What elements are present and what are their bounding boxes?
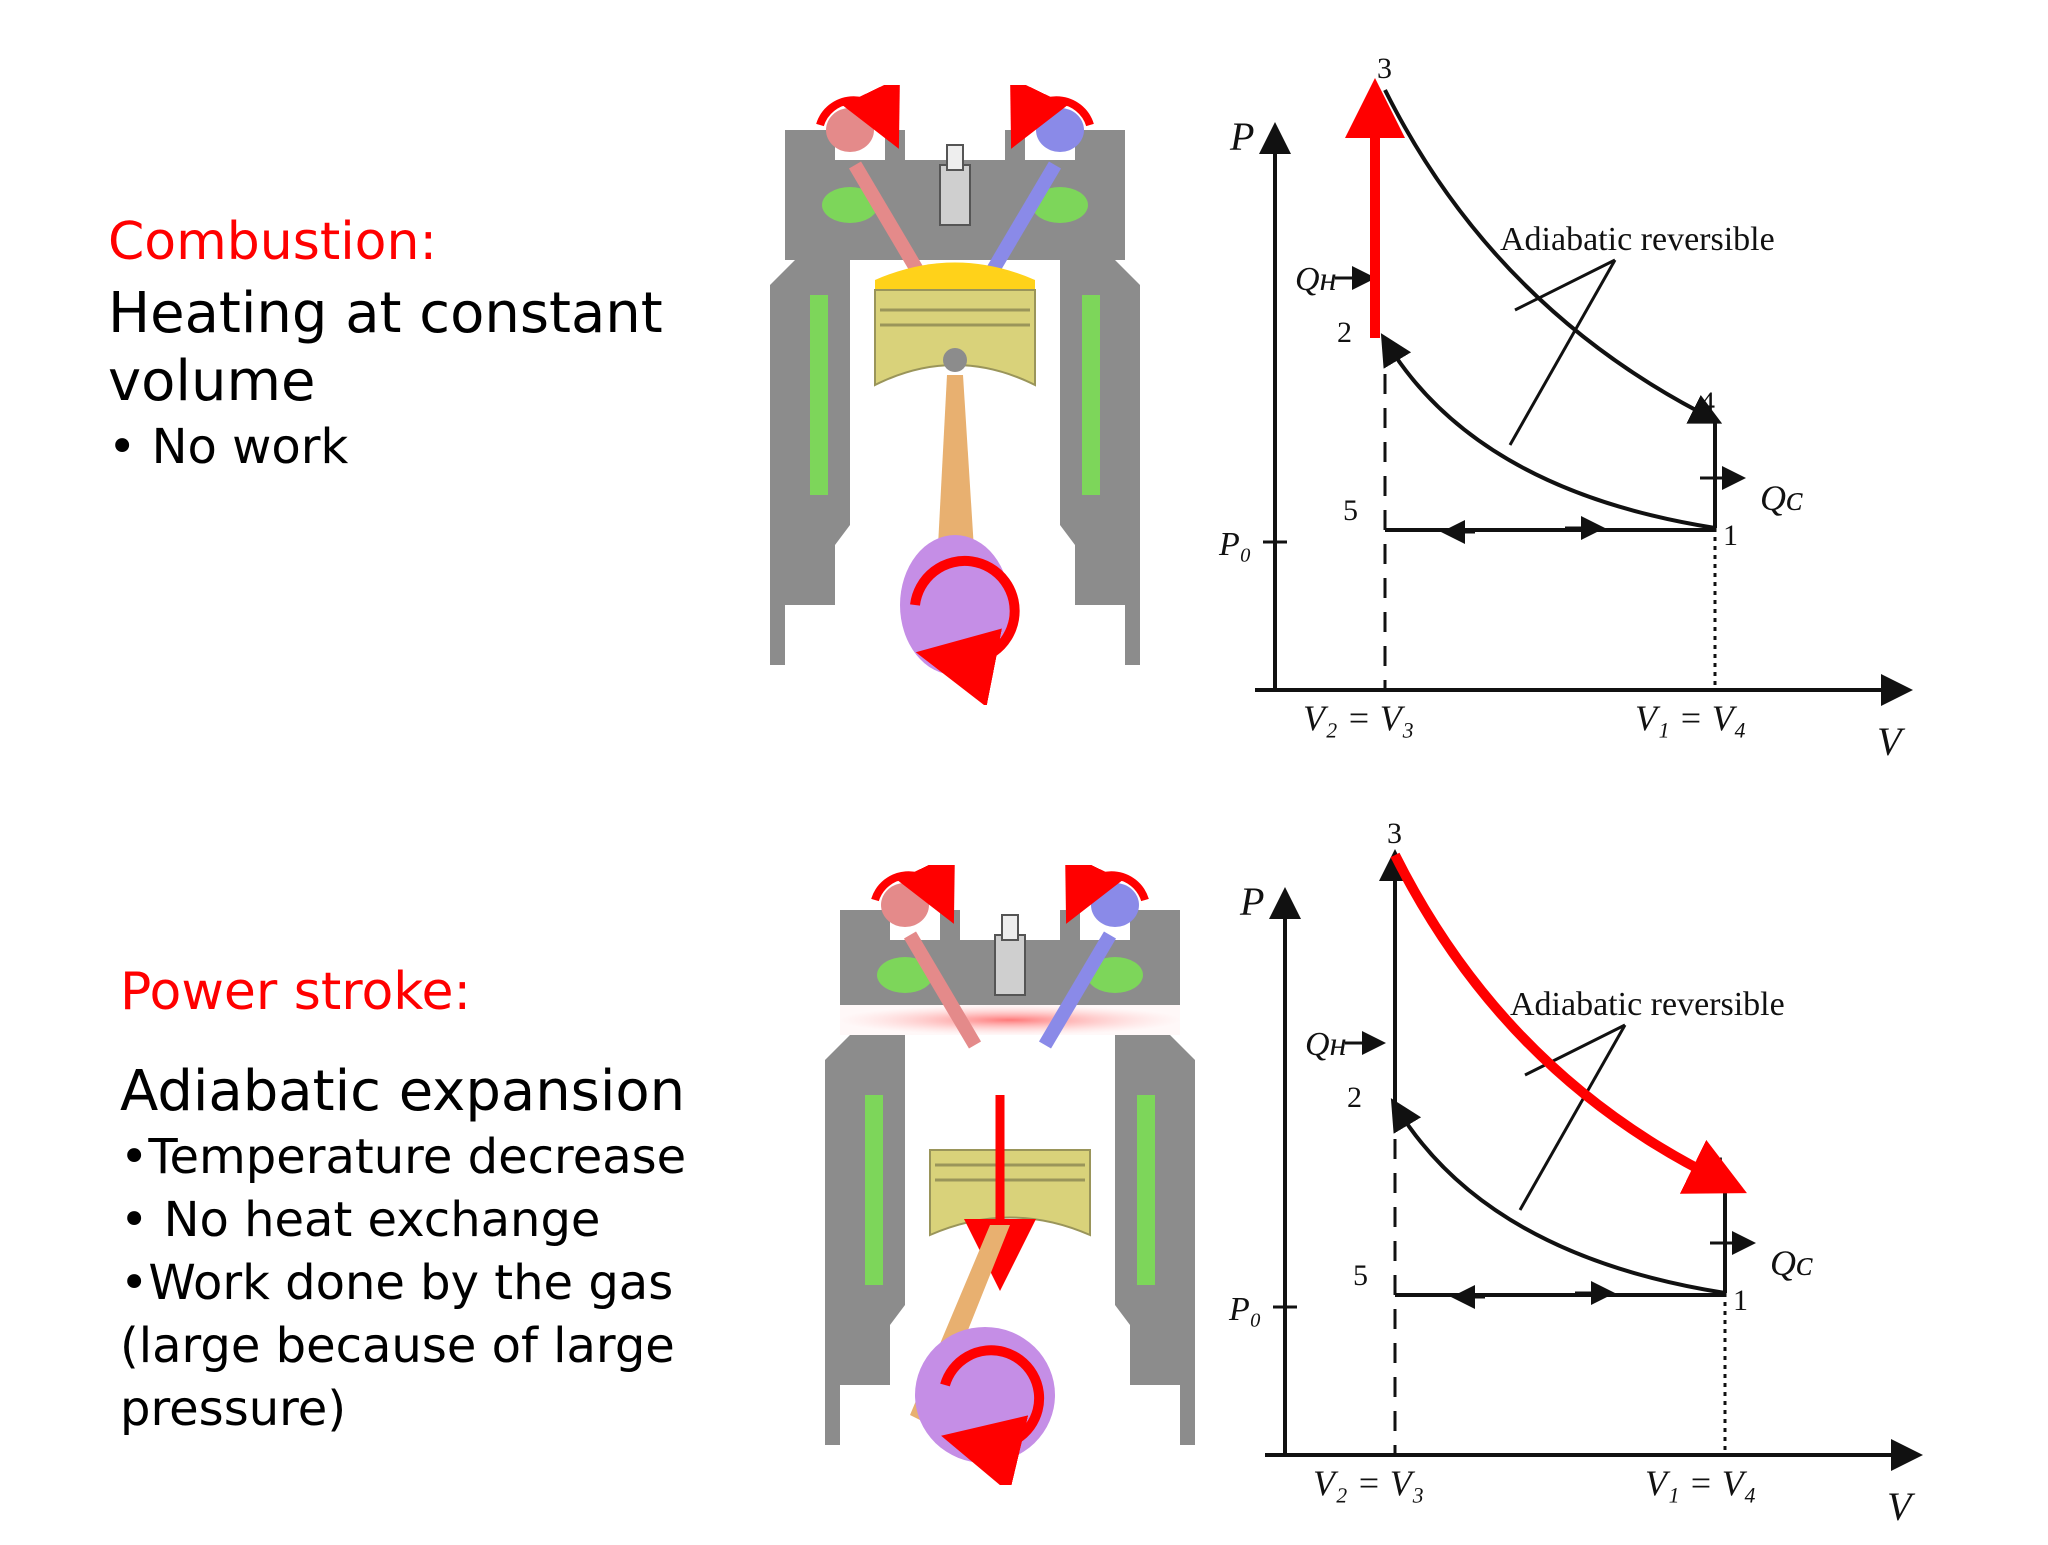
hot-gas-glow	[840, 1005, 1180, 1035]
v-axis-label: V	[1877, 719, 1906, 764]
v-left-label: V₂ = V₃	[1313, 1463, 1424, 1503]
qh-label: Qʜ	[1295, 261, 1337, 298]
combustion-heading-line-1: Heating at constant	[108, 281, 663, 346]
power-stroke-bullet-2: • No heat exchange	[120, 1192, 601, 1248]
adiabatic-compression-curve	[1380, 333, 1716, 530]
combustion-heading-line-2: volume	[108, 349, 316, 414]
engine-head	[840, 910, 1180, 1005]
engine-combustion-illustration	[770, 85, 1140, 705]
power-stroke-bullet-3: •Work done by the gas	[120, 1255, 674, 1311]
adiabatic-label: Adiabatic reversible	[1510, 986, 1785, 1023]
intake-valve	[871, 865, 982, 1049]
point-2-label: 2	[1337, 316, 1352, 349]
p-axis-label: P	[1229, 114, 1254, 159]
cylinder-walls	[770, 260, 1140, 665]
combustion-bullet-1: • No work	[108, 419, 349, 475]
adiabatic-compression-curve	[1390, 1098, 1726, 1295]
combustion-title: Combustion:	[108, 212, 437, 272]
point-5-label: 5	[1353, 1259, 1368, 1292]
engine-power-stroke-illustration	[825, 865, 1195, 1485]
power-stroke-text-block: Power stroke: Adiabatic expansion •Tempe…	[120, 960, 760, 1441]
p0-label: P₀	[1228, 1291, 1262, 1328]
pv-diagram-combustion: P V P₀ V₂ = V₃ V₁ = V₄ Qʜ Qᴄ Adiabatic r…	[1218, 52, 1913, 764]
point-1-label: 1	[1733, 1284, 1748, 1317]
point-5-label: 5	[1343, 494, 1358, 527]
p-axis-label: P	[1239, 879, 1264, 924]
exhaust-valve	[1038, 865, 1149, 1049]
point-3-label: 3	[1377, 52, 1392, 85]
power-stroke-title: Power stroke:	[120, 962, 472, 1022]
pv-diagram-power-stroke: P V P₀ V₂ = V₃ V₁ = V₄ Qʜ Qᴄ Adiabatic r…	[1228, 817, 1923, 1529]
intake-valve	[816, 85, 927, 279]
engine-head	[785, 130, 1125, 260]
point-4-label: 4	[1700, 386, 1715, 419]
point-1-label: 1	[1723, 519, 1738, 552]
qc-label: Qᴄ	[1770, 1243, 1813, 1283]
v-right-label: V₁ = V₄	[1635, 698, 1746, 738]
adiabatic-expansion-curve	[1383, 89, 1723, 424]
p0-label: P₀	[1218, 526, 1252, 563]
connecting-rod-and-crank	[900, 375, 1020, 705]
qh-label: Qʜ	[1305, 1026, 1347, 1063]
v-axis-label: V	[1887, 1484, 1916, 1529]
cylinder-walls	[825, 1035, 1195, 1445]
exhaust-valve	[983, 85, 1094, 279]
adiabatic-label: Adiabatic reversible	[1500, 221, 1775, 258]
v-left-label: V₂ = V₃	[1303, 698, 1414, 738]
combustion-flame	[875, 262, 1035, 290]
combustion-text-block: Combustion: Heating at constant volume •…	[108, 210, 728, 479]
highlight-expansion-curve	[1390, 852, 1747, 1194]
power-stroke-bullet-5: pressure)	[120, 1381, 347, 1437]
piston	[874, 289, 1036, 387]
power-stroke-heading: Adiabatic expansion	[120, 1059, 686, 1124]
v-right-label: V₁ = V₄	[1645, 1463, 1756, 1503]
point-3-label: 3	[1387, 817, 1402, 850]
piston	[929, 1149, 1091, 1237]
qc-label: Qᴄ	[1760, 478, 1803, 518]
power-stroke-bullet-4: (large because of large	[120, 1318, 675, 1374]
connecting-rod-and-crank	[910, 1225, 1055, 1485]
power-stroke-bullet-1: •Temperature decrease	[120, 1129, 687, 1185]
point-2-label: 2	[1347, 1081, 1362, 1114]
